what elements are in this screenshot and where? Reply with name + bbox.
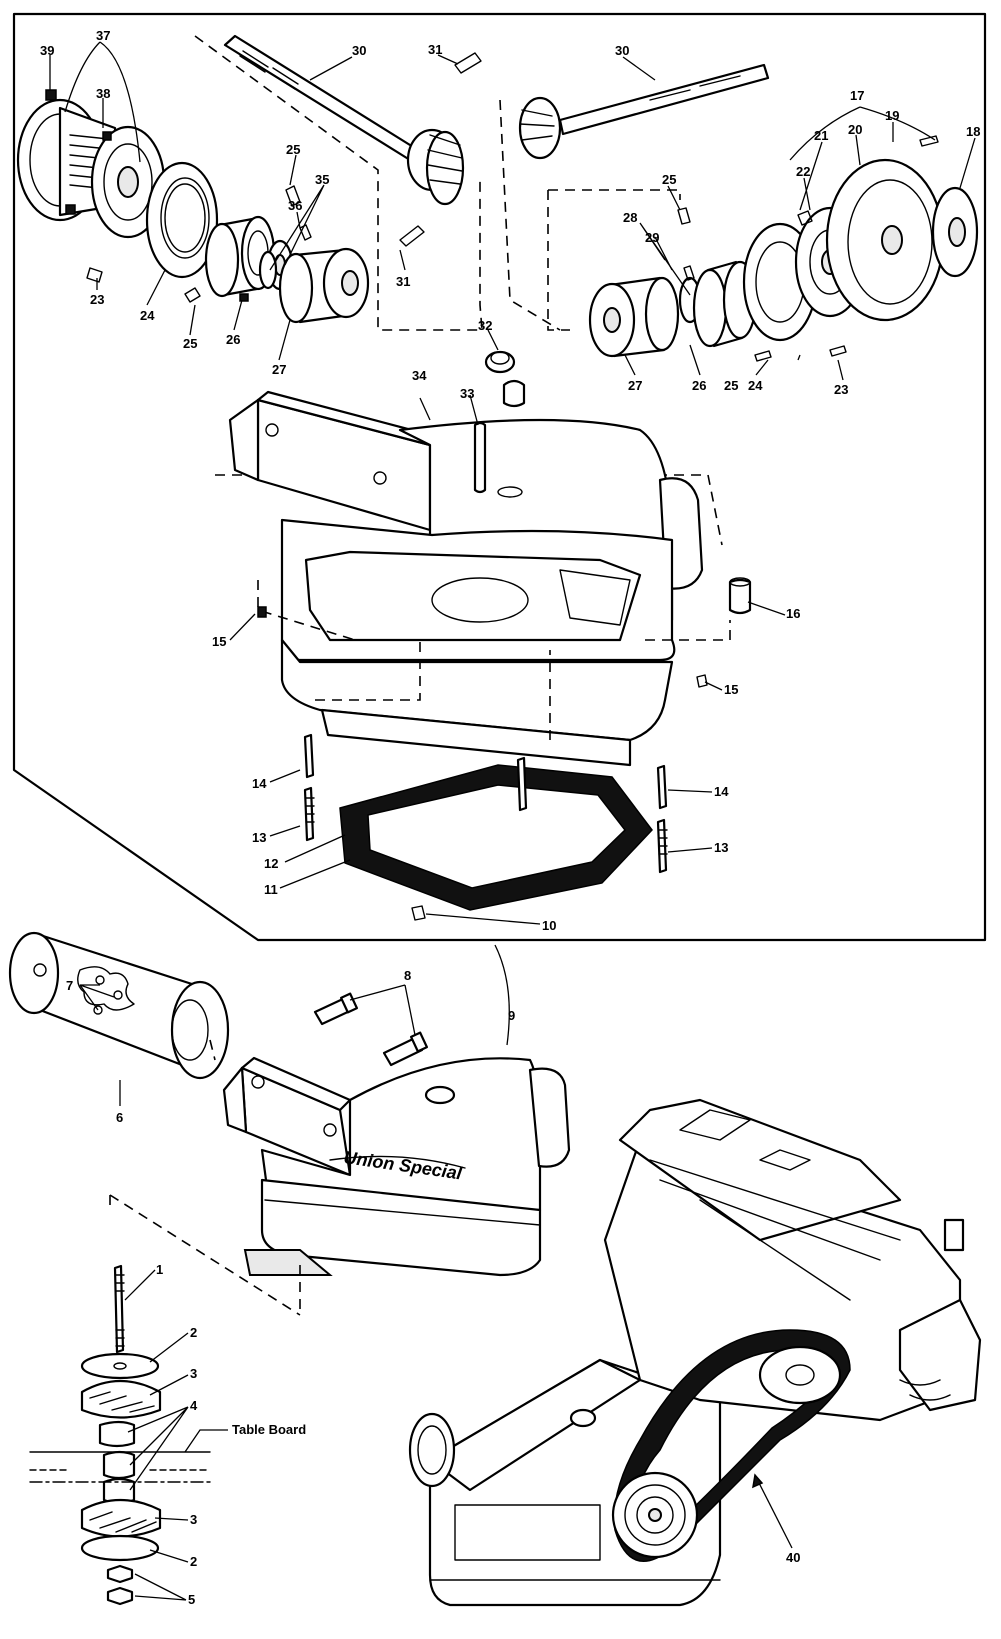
callout-27-right: 27	[628, 378, 642, 393]
table-board-label: Table Board	[232, 1422, 306, 1437]
callout-23-right: 23	[834, 382, 848, 397]
upper-view-frame	[12, 12, 987, 942]
callout-34: 34	[412, 368, 427, 383]
callout-2-top: 2	[190, 1325, 197, 1340]
callout-25-left-bottom: 25	[183, 336, 197, 351]
callout-19: 19	[885, 108, 899, 123]
screws-8	[313, 992, 429, 1067]
main-housing-34	[215, 390, 731, 767]
callout-1: 1	[156, 1262, 163, 1277]
callout-29: 29	[645, 230, 659, 245]
callout-38: 38	[96, 86, 110, 101]
callout-6: 6	[116, 1110, 123, 1125]
callout-13-right: 13	[714, 840, 728, 855]
callout-21: 21	[814, 128, 828, 143]
left-pulley-assembly	[16, 89, 166, 239]
callout-12: 12	[264, 856, 278, 871]
callout-20: 20	[848, 122, 862, 137]
callout-25-right-bottom: 25	[724, 378, 738, 393]
callout-30-right: 30	[615, 43, 629, 58]
callout-5: 5	[188, 1592, 195, 1607]
callout-25-left-top: 25	[286, 142, 300, 157]
callout-8: 8	[404, 968, 411, 983]
callout-32: 32	[478, 318, 492, 333]
callout-15-right: 15	[724, 682, 738, 697]
right-pulley-assembly	[547, 135, 979, 362]
upper-left-shaft-30	[194, 34, 483, 331]
callout-28: 28	[623, 210, 637, 225]
callout-3-top: 3	[190, 1366, 197, 1381]
callout-14-left: 14	[252, 776, 267, 791]
callout-4: 4	[190, 1398, 198, 1413]
callout-26-right: 26	[692, 378, 706, 393]
callout-25-right-top: 25	[662, 172, 676, 187]
callout-11: 11	[264, 882, 278, 897]
left-flange-24	[145, 161, 219, 279]
callout-7: 7	[66, 978, 73, 993]
callout-16: 16	[786, 606, 800, 621]
callout-15-left: 15	[212, 634, 226, 649]
callout-3-bottom: 3	[190, 1512, 197, 1527]
callout-23-left: 23	[90, 292, 104, 307]
cover-6	[8, 931, 230, 1080]
callout-36: 36	[288, 198, 302, 213]
callout-9: 9	[508, 1008, 515, 1023]
left-counterweight-27	[278, 247, 370, 324]
callout-17: 17	[850, 88, 864, 103]
cup-16-screws-15	[257, 577, 752, 688]
callout-22: 22	[796, 164, 810, 179]
callout-37: 37	[96, 28, 110, 43]
callout-40: 40	[786, 1550, 800, 1565]
mounting-stack	[80, 1264, 162, 1606]
upper-right-shaft-30	[499, 63, 770, 331]
callout-10: 10	[542, 918, 556, 933]
callout-39: 39	[40, 43, 54, 58]
callout-24-left: 24	[140, 308, 155, 323]
callout-31-top: 31	[428, 42, 442, 57]
callout-18: 18	[966, 124, 980, 139]
base-gasket-plate	[303, 733, 668, 921]
callout-labels: 37 39 38 30 31 30 17 19 18 20 21 22 25 2…	[40, 28, 980, 1607]
callout-27-left: 27	[272, 362, 286, 377]
callout-24-right: 24	[748, 378, 763, 393]
callout-14-right: 14	[714, 784, 729, 799]
leader-lines	[49, 41, 976, 1601]
callout-33: 33	[460, 386, 474, 401]
gear-32-bushing	[484, 350, 526, 408]
assembled-machine	[408, 1098, 982, 1607]
callout-31-bottom: 31	[396, 274, 410, 289]
table-board	[29, 1429, 228, 1483]
callout-26-left: 26	[226, 332, 240, 347]
callout-13-left: 13	[252, 830, 266, 845]
callout-30-left: 30	[352, 43, 366, 58]
callout-2-bottom: 2	[190, 1554, 197, 1569]
callout-35: 35	[315, 172, 329, 187]
housing-9	[109, 944, 571, 1316]
